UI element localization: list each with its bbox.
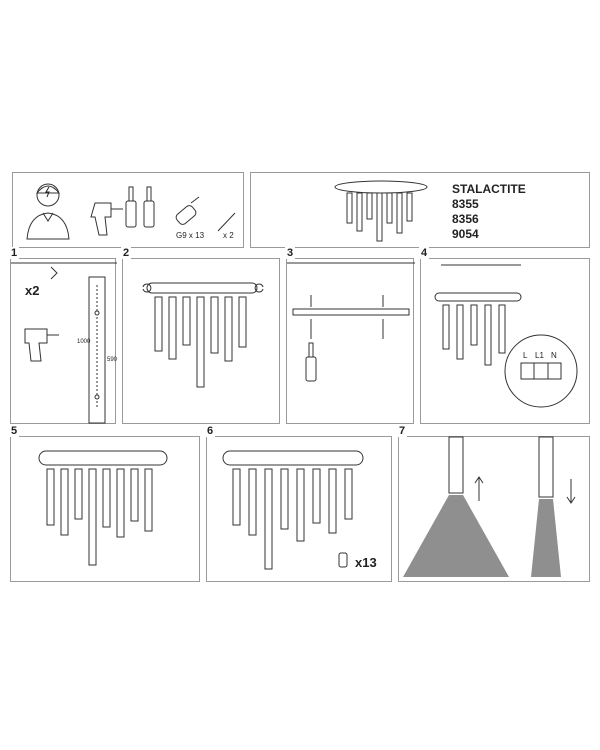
- step-2-panel: 2: [121, 247, 280, 424]
- tools-panel: G9 x 13 x 2: [12, 172, 244, 248]
- step-1-drawing: [11, 262, 117, 424]
- product-code: 9054: [452, 227, 479, 241]
- drill-icon: [24, 328, 59, 362]
- step-6-panel: 6 x13: [205, 425, 392, 582]
- terminal-label: L: [523, 351, 528, 360]
- screw-label: x 2: [223, 231, 234, 240]
- screwdriver-icon: [143, 186, 155, 228]
- step-4-panel: 4 L L1 N: [419, 247, 590, 424]
- screwdriver-icon: [125, 186, 137, 228]
- bulb-icon: [175, 196, 200, 225]
- terminal-label: N: [551, 351, 557, 360]
- bulb-icon: [338, 552, 348, 568]
- terminal-label: L1: [535, 351, 544, 360]
- step-5-drawing: [38, 450, 168, 566]
- screwdriver-icon: [305, 342, 317, 382]
- step-number: 1: [9, 247, 20, 259]
- step-2-drawing: [142, 282, 264, 388]
- step-number: 5: [9, 425, 20, 437]
- product-code: 8355: [452, 197, 479, 211]
- lamp-overview: [334, 180, 428, 242]
- step-number: 7: [397, 425, 408, 437]
- count-label: x2: [25, 283, 40, 298]
- step-number: 2: [121, 247, 132, 259]
- step-1-panel: 1 x2 1000 590: [9, 247, 118, 424]
- lamp-tubes: [154, 296, 247, 388]
- step-7-drawing: [403, 436, 576, 577]
- step-6-drawing: [222, 450, 364, 570]
- step-7-panel: 7: [397, 425, 590, 582]
- worker-icon: [26, 183, 70, 240]
- drill-icon: [90, 202, 123, 236]
- step-5-panel: 5: [9, 425, 200, 582]
- dimension-label: 590: [107, 357, 118, 363]
- screw-icon: [217, 212, 236, 232]
- product-name: STALACTITE: [452, 182, 526, 196]
- step-number: 3: [285, 247, 296, 259]
- product-code: 8356: [452, 212, 479, 226]
- count-label: x13: [355, 555, 377, 570]
- bulb-label: G9 x 13: [176, 231, 205, 240]
- lamp-tubes: [442, 304, 506, 366]
- step-4-drawing: [434, 264, 578, 408]
- step-3-panel: 3: [285, 247, 415, 424]
- lamp-tubes: [346, 192, 413, 242]
- product-title-block: STALACTITE 8355 8356 9054: [452, 182, 526, 242]
- step-number: 4: [419, 247, 430, 259]
- step-3-drawing: [287, 262, 415, 382]
- dimension-label: 1000: [77, 339, 91, 345]
- tools-illustration: [26, 183, 236, 240]
- lamp-tubes: [46, 468, 153, 566]
- lamp-tubes: [232, 468, 353, 570]
- step-number: 6: [205, 425, 216, 437]
- product-panel: [250, 172, 590, 248]
